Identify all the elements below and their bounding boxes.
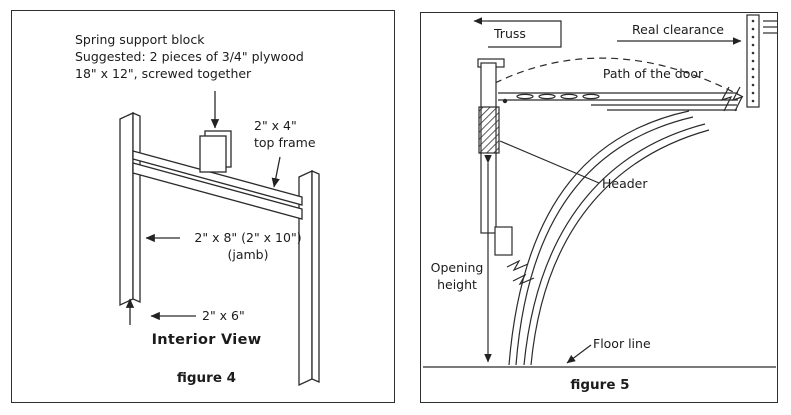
door-frame-isometric — [119, 91, 320, 387]
door-section-view — [423, 14, 777, 368]
header-label: Header — [602, 176, 648, 191]
floor-leader-line — [566, 344, 592, 364]
left-jamb-post — [119, 111, 141, 307]
figure4-drawing — [119, 91, 320, 387]
jamb-label-line1: 2" x 8" (2" x 10") — [194, 230, 302, 245]
top-frame-label-line2: top frame — [254, 135, 316, 150]
two-by-six-label: 2" x 6" — [202, 308, 245, 323]
opening-height-label: Opening height — [429, 259, 485, 293]
truss-label: Truss — [494, 26, 526, 41]
horizontal-track — [498, 86, 744, 112]
figure5-panel: Truss Real clearance Path of the door He… — [420, 12, 778, 403]
top-frame-label: 2" x 4" top frame — [254, 117, 316, 151]
annotation-line2: Suggested: 2 pieces of 3/4" plywood — [75, 49, 304, 64]
header-leader-line — [499, 140, 600, 184]
jamb-and-header — [477, 58, 508, 234]
top-frame-label-line1: 2" x 4" — [254, 118, 297, 133]
figure4-panel: Spring support block Suggested: 2 pieces… — [11, 10, 395, 403]
top-frame-boards — [132, 150, 303, 220]
path-of-door-label: Path of the door — [602, 66, 704, 81]
jamb-label: 2" x 8" (2" x 10") (jamb) — [167, 229, 329, 263]
opening-height-line2: height — [437, 277, 477, 292]
annotation-line3: 18" x 12", screwed together — [75, 66, 252, 81]
door-curve — [494, 110, 710, 366]
opening-height-line1: Opening — [430, 260, 484, 275]
right-jamb-post — [298, 169, 320, 387]
floor-line-label: Floor line — [593, 336, 651, 351]
leader-arrows — [125, 91, 281, 325]
perforated-track-strip — [746, 14, 777, 108]
real-clearance-label: Real clearance — [632, 22, 724, 37]
truss-callout — [473, 17, 562, 48]
spring-support-block — [199, 130, 232, 173]
figure4-title: Interior View — [151, 332, 262, 348]
jamb-label-line2: (jamb) — [227, 247, 269, 262]
figure5-drawing — [423, 14, 777, 368]
spring-support-annotation: Spring support block Suggested: 2 pieces… — [75, 31, 304, 82]
figure4-caption: figure 4 — [176, 370, 237, 386]
door-path-arc — [494, 57, 744, 98]
figure5-caption: figure 5 — [570, 377, 630, 393]
annotation-line1: Spring support block — [75, 32, 205, 47]
